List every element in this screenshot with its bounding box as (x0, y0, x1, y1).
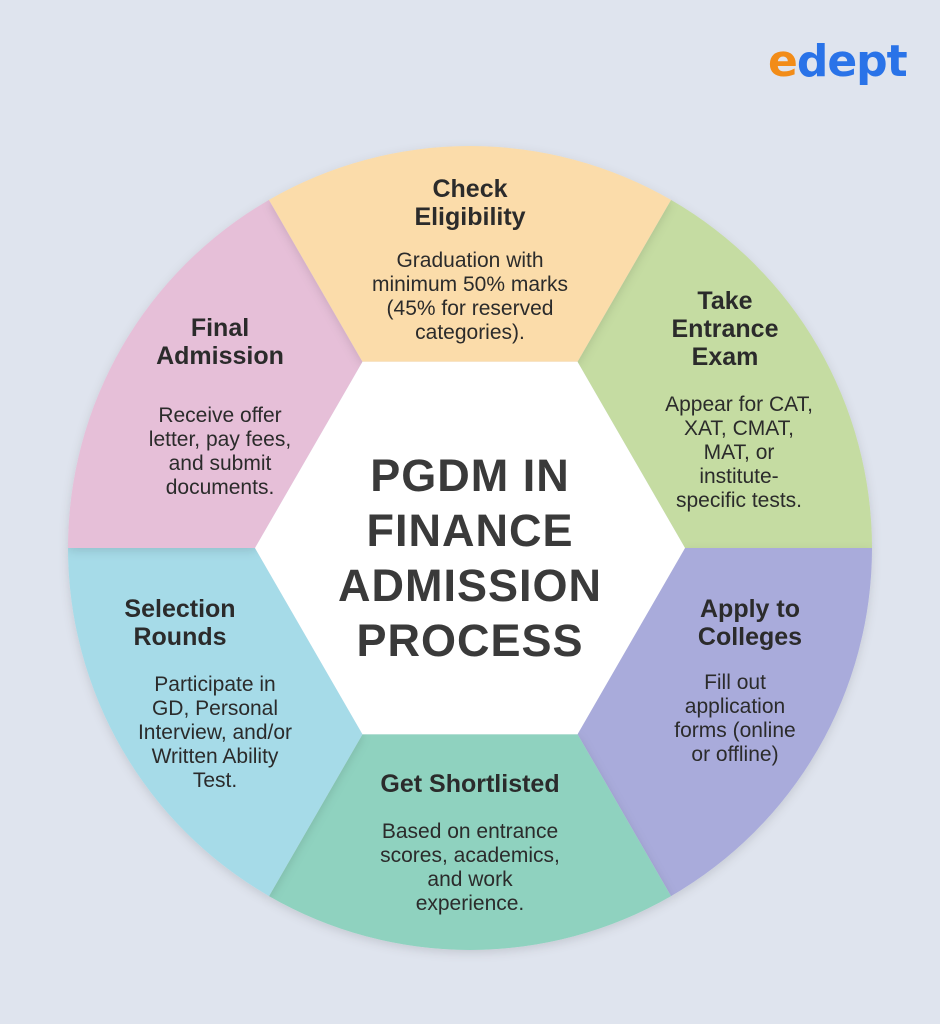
desc-line: institute- (699, 465, 779, 488)
desc-line: application (684, 695, 786, 718)
desc-line: forms (online (674, 719, 796, 742)
desc-line: letter, pay fees, (148, 428, 292, 451)
wedge-get-shortlisted (269, 734, 671, 950)
segment-check-eligibility: Check Eligibility Graduation with minimu… (330, 175, 610, 345)
desc-line: Based on entrance (381, 820, 559, 843)
wedge-selection-rounds (68, 548, 363, 897)
center-line-1: PGDM IN (370, 450, 570, 501)
desc-line: Receive offer (158, 404, 282, 427)
center-line-4: PROCESS (356, 615, 584, 666)
desc-line: and submit (168, 452, 272, 475)
wedge-check-eligibility (269, 145, 671, 362)
title-line: Apply to (700, 595, 800, 623)
segment-apply-to-colleges: Apply to Colleges Fill out application f… (640, 595, 860, 767)
wedge-apply-to-colleges (577, 548, 872, 897)
segment-description: Appear for CAT, XAT, CMAT, MAT, or insti… (648, 393, 830, 513)
desc-line: Graduation with (396, 249, 544, 272)
title-line: Get Shortlisted (380, 770, 560, 798)
center-hexagon (255, 361, 685, 735)
desc-line: Interview, and/or (137, 721, 293, 744)
desc-line: (45% for reserved (386, 297, 554, 320)
desc-line: minimum 50% marks (371, 273, 569, 296)
segment-description: Receive offer letter, pay fees, and subm… (110, 404, 330, 500)
segment-selection-rounds: Selection Rounds Participate in GD, Pers… (90, 595, 330, 793)
segment-description: Fill out application forms (online or of… (640, 671, 830, 767)
segment-title: Check Eligibility (330, 175, 610, 231)
segment-description: Participate in GD, Personal Interview, a… (100, 673, 330, 793)
title-line: Eligibility (414, 203, 526, 231)
segment-title: Selection Rounds (30, 595, 330, 651)
segment-title: Take Entrance Exam (620, 287, 830, 371)
desc-line: documents. (165, 476, 275, 499)
center-title: PGDM IN FINANCE ADMISSION PROCESS (300, 448, 640, 668)
segment-description: Graduation with minimum 50% marks (45% f… (330, 249, 610, 345)
desc-line: Appear for CAT, (665, 393, 813, 416)
desc-line: Written Ability (151, 745, 279, 768)
desc-line: GD, Personal (151, 697, 279, 720)
title-line: Final (190, 314, 250, 342)
wedge-final-admission (68, 199, 363, 548)
desc-line: XAT, CMAT, (683, 417, 795, 440)
desc-line: Test. (192, 769, 238, 792)
desc-line: scores, academics, (380, 844, 560, 867)
segment-title: Get Shortlisted (330, 770, 610, 798)
logo-rest: dept (796, 36, 908, 87)
title-line: Entrance (671, 315, 779, 343)
segment-title: Final Admission (110, 314, 330, 370)
center-line-2: FINANCE (366, 505, 574, 556)
segment-description: Based on entrance scores, academics, and… (330, 820, 610, 916)
logo-accent-letter: e (768, 36, 798, 87)
title-line: Check (432, 175, 508, 203)
title-line: Selection (124, 595, 236, 623)
desc-line: Participate in (154, 673, 276, 696)
edept-logo: edept (768, 40, 908, 84)
title-line: Exam (691, 343, 759, 371)
desc-line: specific tests. (675, 489, 803, 512)
segment-final-admission: Final Admission Receive offer letter, pa… (110, 314, 330, 500)
desc-line: and work (427, 868, 513, 891)
center-line-3: ADMISSION (337, 560, 602, 611)
wedge-take-entrance-exam (577, 199, 872, 548)
segment-get-shortlisted: Get Shortlisted Based on entrance scores… (330, 770, 610, 916)
desc-line: or offline) (691, 743, 779, 766)
title-line: Colleges (697, 623, 803, 651)
desc-line: experience. (415, 892, 525, 915)
segment-title: Apply to Colleges (640, 595, 860, 651)
desc-line: Fill out (704, 671, 766, 694)
desc-line: MAT, or (703, 441, 775, 464)
title-line: Admission (156, 342, 284, 370)
title-line: Take (697, 287, 753, 315)
title-line: Rounds (133, 623, 227, 651)
segment-take-entrance-exam: Take Entrance Exam Appear for CAT, XAT, … (620, 287, 830, 513)
desc-line: categories). (415, 321, 525, 344)
